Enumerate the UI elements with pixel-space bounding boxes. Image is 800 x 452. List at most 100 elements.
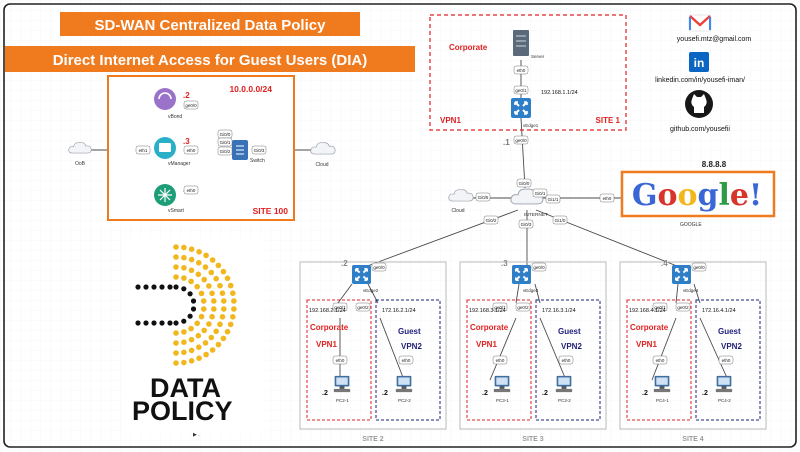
wan-port: ge0/0 — [371, 262, 387, 272]
logo-dot — [221, 306, 227, 312]
logo-dot — [167, 320, 173, 326]
logo-dot — [173, 360, 179, 366]
outer-frame — [3, 3, 797, 448]
logo-dot — [188, 256, 195, 263]
logo-dot — [135, 284, 141, 290]
vmanager-octet: .3 — [183, 137, 190, 146]
linkedin-link[interactable]: linkedin.com/in/yousefi-iman/ — [655, 77, 745, 84]
svg-text:ge0/2: ge0/2 — [517, 305, 529, 310]
internet-label: INTERNET — [524, 212, 548, 218]
svg-text:ge0/0: ge0/0 — [693, 265, 705, 270]
pc-icon — [395, 375, 413, 393]
logo-dot — [219, 314, 226, 320]
svg-text:Gi0/1: Gi0/1 — [535, 191, 546, 196]
site100-cloud-label: Cloud — [315, 162, 328, 168]
vedge1-octet: .1 — [503, 138, 510, 147]
internet-port-4: Gi0/5 — [475, 192, 491, 202]
pc-label: PC2-1 — [336, 398, 349, 403]
vpn1-port: ge0/1 — [332, 302, 348, 312]
vpn2-label: VPN2 — [721, 342, 742, 351]
internet-port-2: Gi0/2 — [483, 215, 499, 225]
logo-dot — [194, 320, 200, 327]
vpn1-label: VPN1 — [316, 340, 337, 349]
logo-dot — [227, 321, 234, 328]
logo-dot — [187, 313, 193, 319]
logo-dot — [188, 278, 194, 285]
vbond-icon — [154, 88, 176, 110]
vpn1-subnet: 192.168.3.1/24 — [469, 308, 506, 314]
pc2-port: eth0 — [398, 355, 414, 365]
logo-dot — [206, 321, 212, 327]
logo-dot — [221, 298, 227, 304]
logo-dot — [167, 284, 173, 290]
logo-dot — [181, 275, 187, 281]
logo-dot — [173, 330, 179, 336]
site1-label: SITE 1 — [596, 116, 621, 125]
logo-dot — [196, 249, 202, 255]
logo-dot — [211, 306, 217, 312]
vsmart-label: vSmart — [168, 208, 184, 214]
logo-dot — [203, 351, 209, 358]
google-label: GOOGLE — [680, 222, 702, 228]
svg-text:Gi1/0: Gi1/0 — [555, 218, 566, 223]
internet-port-5: Gi1/0 — [552, 215, 568, 225]
logo-dot — [227, 282, 234, 289]
logo-dot — [198, 313, 205, 320]
logo-dot — [201, 276, 207, 283]
svg-text:eth0: eth0 — [187, 148, 196, 153]
title-banner-2 — [5, 46, 415, 72]
pc-octet: .2 — [322, 390, 328, 397]
vpn1-label: VPN1 — [636, 340, 657, 349]
vedge2-icon — [352, 265, 371, 284]
logo-dot — [159, 320, 165, 326]
title-banner-1 — [60, 12, 360, 36]
logo-dot — [213, 275, 219, 282]
title-line-2: Direct Internet Access for Guest Users (… — [53, 52, 368, 69]
vedge-label: vEdge4 — [683, 288, 699, 293]
pc-label: PC3-2 — [558, 398, 571, 403]
linkedin-icon — [689, 52, 709, 72]
vpn2-subnet: 172.16.4.1/24 — [702, 308, 736, 314]
svg-text:Gi0/0: Gi0/0 — [519, 181, 530, 186]
svg-text:eth0: eth0 — [722, 358, 731, 363]
logo-dot — [181, 339, 187, 346]
svg-text:eth0: eth0 — [402, 358, 411, 363]
svg-text:Gi0/2: Gi0/2 — [486, 218, 497, 223]
google-box — [620, 170, 776, 218]
svg-text:eth0: eth0 — [496, 358, 505, 363]
svg-text:ge0/0: ge0/0 — [533, 265, 545, 270]
logo-dot — [181, 318, 187, 324]
logo-dot — [181, 286, 187, 292]
vpn2-port: ge0/2 — [675, 302, 691, 312]
switch-port-3: Gi0/3 — [251, 145, 267, 155]
logo-dot — [188, 246, 195, 252]
logo-line-2: POLICY — [132, 396, 233, 426]
pc-octet: .2 — [542, 390, 548, 397]
svg-text:Gi0/1: Gi0/1 — [220, 140, 231, 145]
switch-port-0: Gi0/0 — [217, 129, 233, 139]
email-link[interactable]: yousefi.mtz@gmail.com — [677, 36, 752, 43]
pc-octet: .2 — [642, 390, 648, 397]
pc-icon — [653, 375, 671, 393]
logo-dot — [173, 284, 179, 290]
svg-text:eth0: eth0 — [187, 188, 196, 193]
google-ip: 8.8.8.8 — [702, 160, 727, 169]
guest-label: Guest — [718, 327, 741, 336]
logo-dot — [173, 340, 179, 346]
internet-port-3: Gi0/3 — [518, 219, 534, 229]
svg-text:ge0/1: ge0/1 — [654, 305, 666, 310]
pc-octet: .2 — [482, 390, 488, 397]
logo-dot — [181, 244, 187, 251]
github-link[interactable]: github.com/yousefii — [670, 126, 730, 133]
logo-dot — [173, 244, 179, 250]
logo-dot — [224, 328, 231, 335]
vedge3-icon — [512, 265, 531, 284]
svg-text:Gi1/1: Gi1/1 — [548, 197, 559, 202]
logo-dot — [209, 257, 216, 263]
logo-dot — [143, 284, 149, 290]
logo-dot — [209, 347, 216, 353]
logo-dot — [151, 320, 157, 326]
server-icon — [513, 30, 529, 56]
